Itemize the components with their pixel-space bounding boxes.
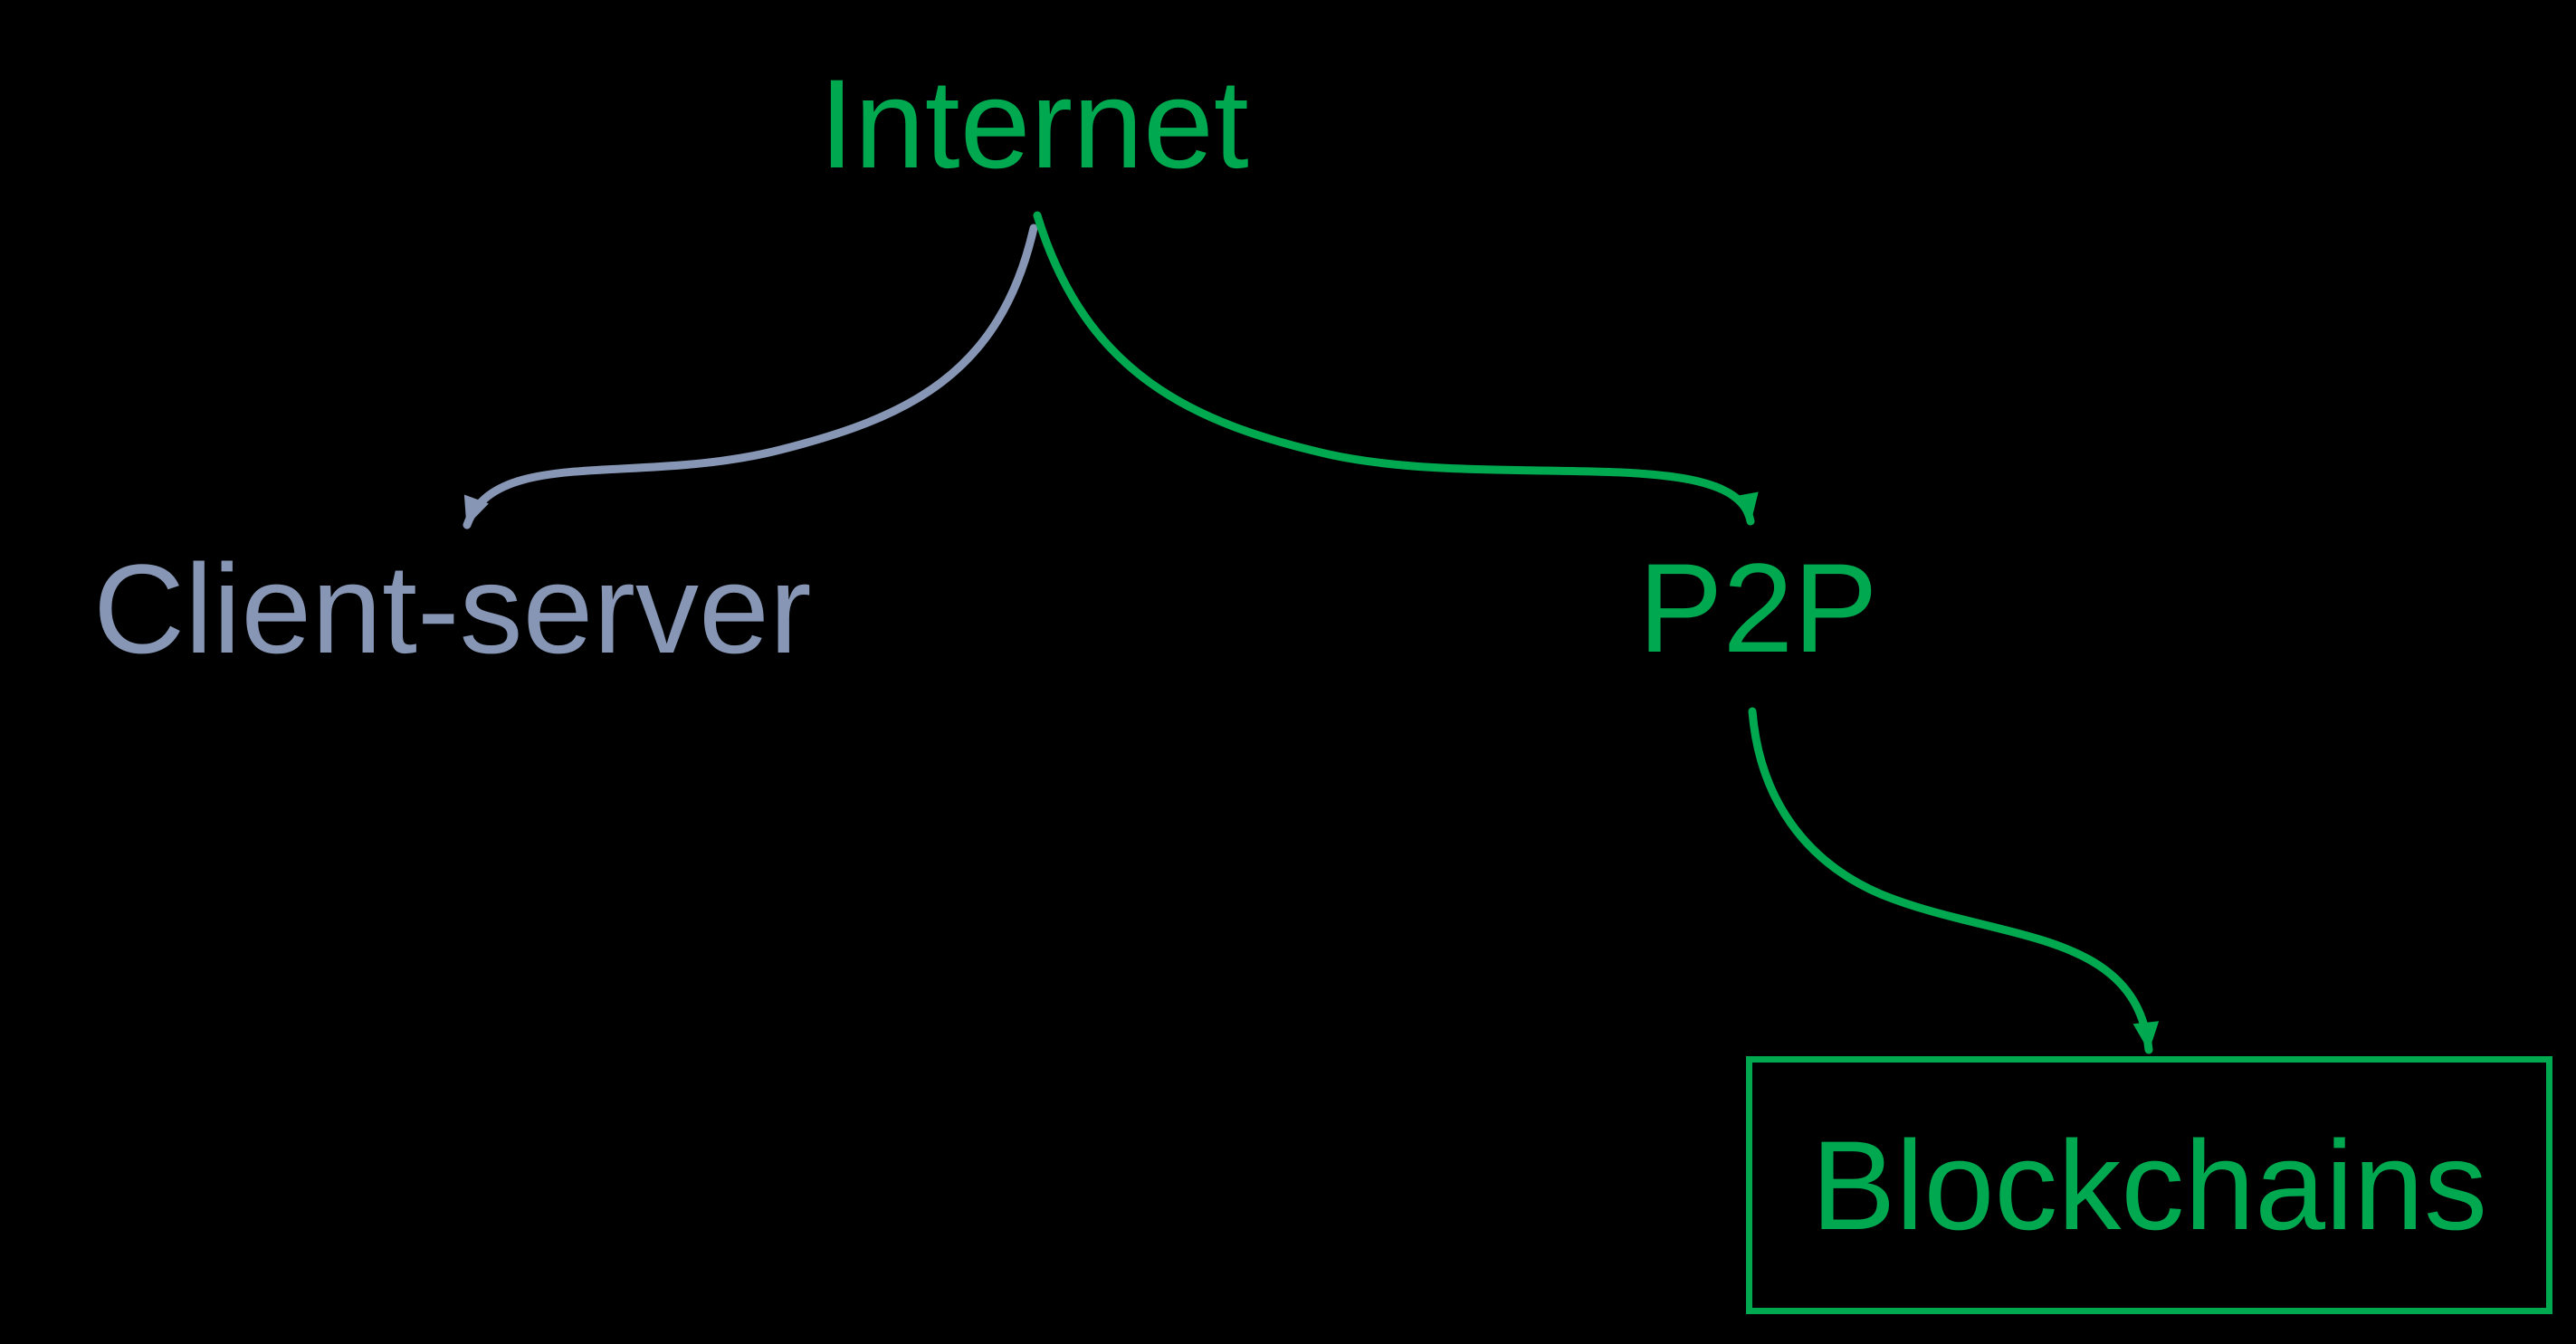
node-internet: Internet xyxy=(819,52,1249,195)
blockchains-box: Blockchains xyxy=(1746,1056,2552,1314)
node-p2p: P2P xyxy=(1638,537,1878,679)
node-client-server: Client-server xyxy=(93,538,812,680)
edge-p2p-to-blockchains-arrow xyxy=(1748,707,2160,1054)
edge-internet-to-client-server-arrow xyxy=(463,224,1038,529)
node-blockchains: Blockchains xyxy=(1810,1113,2488,1256)
edge-internet-to-p2p-arrow xyxy=(1033,211,1759,526)
